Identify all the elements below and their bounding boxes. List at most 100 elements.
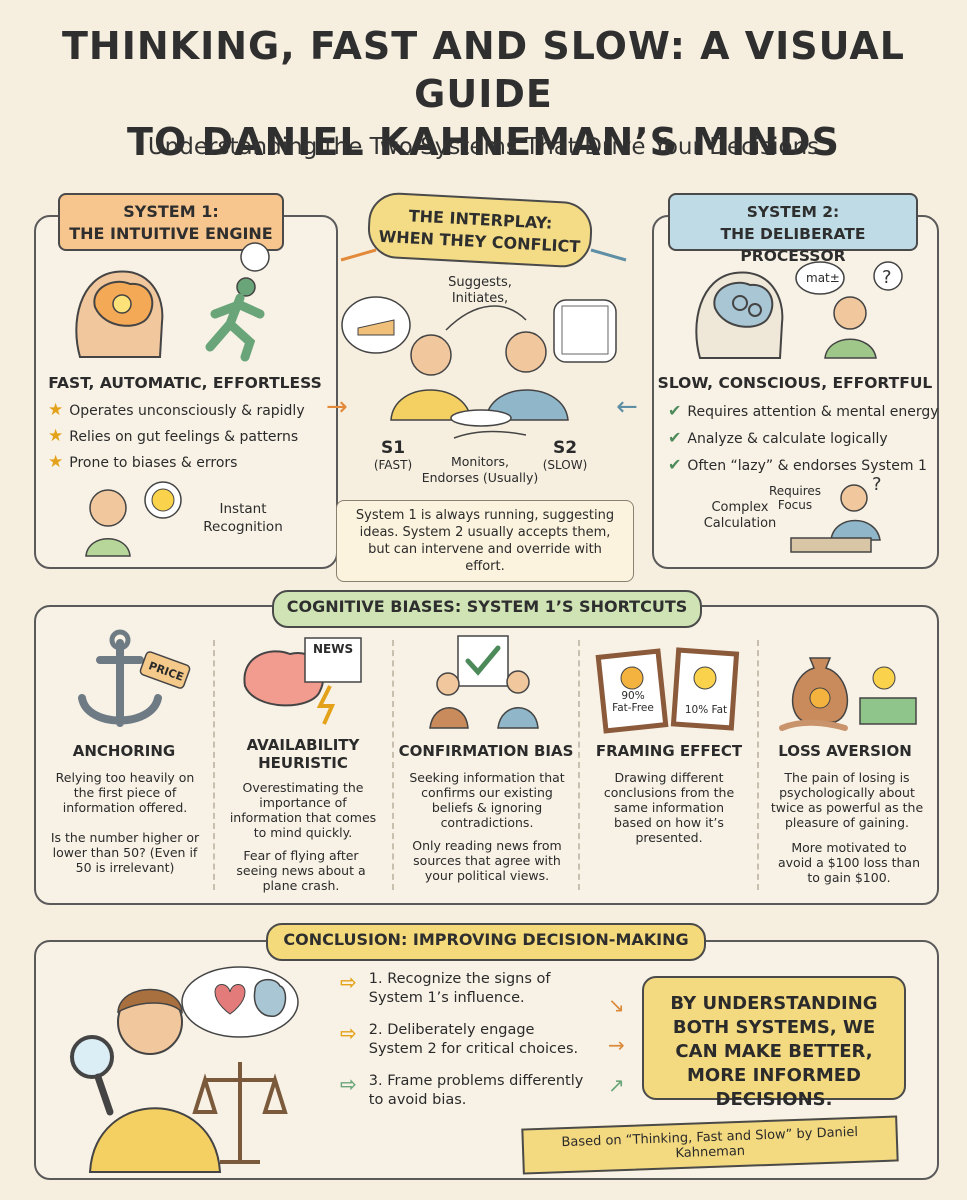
loss-example: More motivated to avoid a $100 loss than… [777, 840, 921, 885]
framing-title: FRAMING EFFECT [595, 742, 743, 760]
arrows-to-box: ↘ → ↗ [608, 985, 625, 1105]
chessboard-icon [790, 537, 872, 553]
bias-divider [213, 640, 215, 890]
framing-illustration [595, 647, 740, 734]
interplay-illustration [340, 248, 627, 439]
step-3-line2: to avoid bias. [368, 1092, 467, 1108]
step-2-line1: 2. Deliberately engage [368, 1022, 535, 1038]
s1-label-sub: (FAST) [373, 458, 413, 472]
loss-desc: The pain of losing is psychologically ab… [770, 770, 924, 830]
system2-ribbon: SYSTEM 2: THE DELIBERATE PROCESSOR [668, 193, 918, 265]
child-smile-illustration [85, 481, 182, 557]
system2-item: ✔Analyze & calculate logically [668, 425, 939, 452]
system1-item: ★ Relies on gut feelings & patterns [48, 424, 305, 450]
system1-item-text: Operates unconsciously & rapidly [69, 403, 305, 419]
woman-body-icon [485, 389, 569, 421]
system1-list: ★ Operates unconsciously & rapidly ★ Relie… [48, 398, 305, 476]
system2-caption-right-line1: Requires [768, 484, 822, 498]
smiley-icon [151, 488, 175, 512]
heart-icon [214, 984, 246, 1015]
system2-caption-left-line2: Calculation [703, 516, 777, 531]
anchor-ring-icon [109, 629, 131, 651]
brain-icon [253, 978, 287, 1017]
runner-head-icon [236, 277, 256, 297]
step-text: 1. Recognize the signs of System 1’s inf… [369, 970, 551, 1008]
availability-desc: Overestimating the importance of informa… [229, 780, 377, 840]
system2-item-text: Often “lazy” & endorses System 1 [687, 458, 927, 474]
page-subtitle: Understanding the Two Systems That Drive… [147, 134, 820, 160]
system1-caption: Instant Recognition [188, 500, 298, 536]
system2-caption-left: Complex Calculation [690, 500, 790, 532]
chess-player-head-icon [840, 484, 868, 512]
anchor-icon [78, 639, 162, 727]
system2-item-text: Requires attention & mental energy [687, 404, 939, 420]
person-head-icon [506, 670, 530, 694]
frowny-icon [620, 666, 644, 690]
interplay-bottom-label-line1: Monitors, [450, 454, 509, 469]
step-3-line1: 3. Frame problems differently [368, 1073, 584, 1089]
step-1-line1: 1. Recognize the signs of [368, 971, 551, 987]
step-item: ⇨ 1. Recognize the signs of System 1’s i… [340, 970, 640, 1008]
star-icon: ★ [48, 400, 64, 420]
bias-divider [757, 640, 759, 890]
step-text: 3. Frame problems differently to avoid b… [369, 1072, 584, 1110]
system1-panel [34, 215, 338, 569]
runner-icon [205, 293, 265, 362]
system1-caption-line2: Recognition [203, 519, 283, 535]
confirmation-desc: Seeking information that confirms our ex… [409, 770, 565, 830]
frame-icon [595, 648, 669, 734]
system2-head-illustration: ? [695, 261, 903, 359]
arrow-into-center-right: ← [616, 392, 638, 422]
title-line-1: THINKING, FAST AND SLOW: A VISUAL GUIDE [62, 24, 905, 116]
system1-item: ★ Operates unconsciously & rapidly [48, 398, 305, 424]
bias-divider [578, 640, 580, 890]
person-head-icon [436, 672, 460, 696]
framing-desc: Drawing different conclusions from the s… [603, 770, 735, 845]
star-icon: ★ [48, 426, 64, 446]
conclusion-box: BY UNDERSTANDING BOTH SYSTEMS, WE CAN MA… [642, 976, 906, 1110]
system2-caption-right-line2: Focus [777, 498, 813, 512]
system1-item-text: Relies on gut feelings & patterns [69, 429, 299, 445]
scales-icon [192, 1062, 288, 1164]
arrow-right-icon: ⇨ [340, 1021, 357, 1045]
gear-icon [748, 303, 762, 317]
system2-ribbon-line2: THE DELIBERATE PROCESSOR [720, 225, 866, 265]
person-hair-icon [117, 988, 183, 1014]
checkmark-icon: ✔ [668, 401, 682, 420]
news-label: NEWS [313, 642, 354, 656]
system1-ribbon-line1: SYSTEM 1: [123, 202, 219, 221]
question-mark-icon: ? [882, 267, 892, 288]
conclusion-illustration [70, 966, 299, 1173]
system2-heading: SLOW, CONSCIOUS, EFFORTFUL [657, 374, 933, 392]
system1-head-illustration [75, 242, 270, 362]
availability-illustration [243, 637, 362, 725]
lightbulb-icon [112, 294, 132, 314]
step-2-line2: System 2 for critical choices. [368, 1041, 579, 1057]
lightning-icon [316, 685, 336, 725]
anchoring-title: ANCHORING [72, 742, 176, 760]
arrow-into-center-left: → [326, 392, 348, 422]
anchoring-example: Is the number higher or lower than 50? (… [50, 830, 200, 875]
woman-head-icon [505, 331, 547, 373]
s2-label: S2 (SLOW) [538, 438, 592, 472]
arrow-down-right-icon: ↘ [608, 993, 625, 1017]
system2-ribbon-line1: SYSTEM 2: [746, 203, 840, 221]
frowny-icon [809, 687, 831, 709]
arrow-right-icon: ⇨ [340, 1072, 357, 1096]
system1-ribbon-line2: THE INTUITIVE ENGINE [69, 224, 273, 243]
interplay-top-label-line2: Initiates, [451, 291, 509, 306]
person-body-icon [497, 707, 539, 729]
s1-label: S1 (FAST) [366, 438, 420, 472]
loss-title: LOSS AVERSION [778, 742, 912, 760]
smiley-icon [693, 666, 717, 690]
s1-label-main: S1 [380, 438, 406, 458]
s2-label-main: S2 [552, 438, 578, 458]
question-mark-icon: ? [872, 474, 882, 495]
arrow-right-icon [590, 248, 627, 262]
runner-bubble-icon [240, 242, 270, 272]
frame1-label: 90% Fat-Free [608, 690, 658, 714]
thought-bubble-icon [795, 261, 845, 295]
confirmation-illustration [429, 635, 539, 729]
step-1-line2: System 1’s influence. [368, 990, 525, 1006]
system2-caption-right: Requires Focus [760, 484, 830, 512]
